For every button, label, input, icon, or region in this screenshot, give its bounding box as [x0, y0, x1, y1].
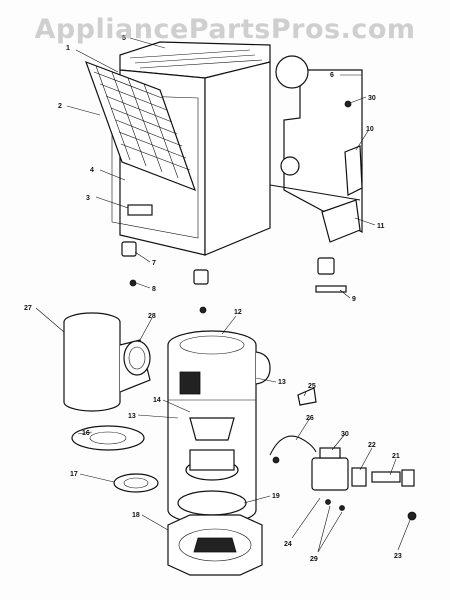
- callout-16: 16: [82, 430, 90, 437]
- callout-4: 4: [90, 167, 94, 174]
- callout-7: 7: [152, 260, 156, 267]
- callout-2: 2: [58, 103, 62, 110]
- knob: [297, 387, 317, 406]
- callout-28: 28: [148, 313, 156, 320]
- mounting-plate: [321, 199, 361, 243]
- callout-22: 22: [368, 442, 376, 449]
- callout-1: 1: [66, 45, 70, 52]
- valve-assembly: [269, 435, 417, 521]
- pipe-elbow: [63, 312, 151, 412]
- callout-6: 6: [330, 72, 334, 79]
- callout-14: 14: [153, 397, 161, 404]
- mounting-bracket: [344, 145, 363, 196]
- callout-23: 23: [394, 553, 402, 560]
- callout-25: 25: [308, 383, 316, 390]
- callout-11: 11: [377, 223, 385, 230]
- callout-13-upper: 13: [278, 379, 286, 386]
- base-plate: [167, 514, 263, 576]
- burner-chimney-assembly: [167, 330, 271, 525]
- callout-9: 9: [352, 296, 356, 303]
- callout-12: 12: [234, 309, 242, 316]
- callout-5: 5: [122, 35, 126, 42]
- callout-29: 29: [310, 556, 318, 563]
- callout-24: 24: [284, 541, 292, 548]
- filter-panel: [84, 60, 196, 192]
- callout-19: 19: [272, 493, 280, 500]
- callout-27: 27: [24, 305, 32, 312]
- callout-10: 10: [366, 126, 374, 133]
- callout-21: 21: [392, 453, 400, 460]
- callout-26: 26: [306, 415, 314, 422]
- callout-labels: 1 2 3 4 5 6 7 8 9 10 11 12 13 13 14 16 1…: [24, 35, 402, 563]
- leader-lines: [35, 37, 411, 553]
- wick-disc: [113, 473, 159, 493]
- callout-30-upper: 30: [368, 95, 376, 102]
- callout-8: 8: [152, 286, 156, 293]
- glass-plate: [177, 490, 247, 516]
- callout-17: 17: [70, 471, 78, 478]
- callout-3: 3: [86, 195, 90, 202]
- callout-30-lower: 30: [341, 431, 349, 438]
- callout-13-lower: 13: [128, 413, 136, 420]
- leveling-feet: [121, 241, 347, 314]
- callout-18: 18: [132, 512, 140, 519]
- screw-icon: [344, 100, 352, 108]
- control-panel: [127, 204, 153, 216]
- rear-bracket: [269, 55, 363, 234]
